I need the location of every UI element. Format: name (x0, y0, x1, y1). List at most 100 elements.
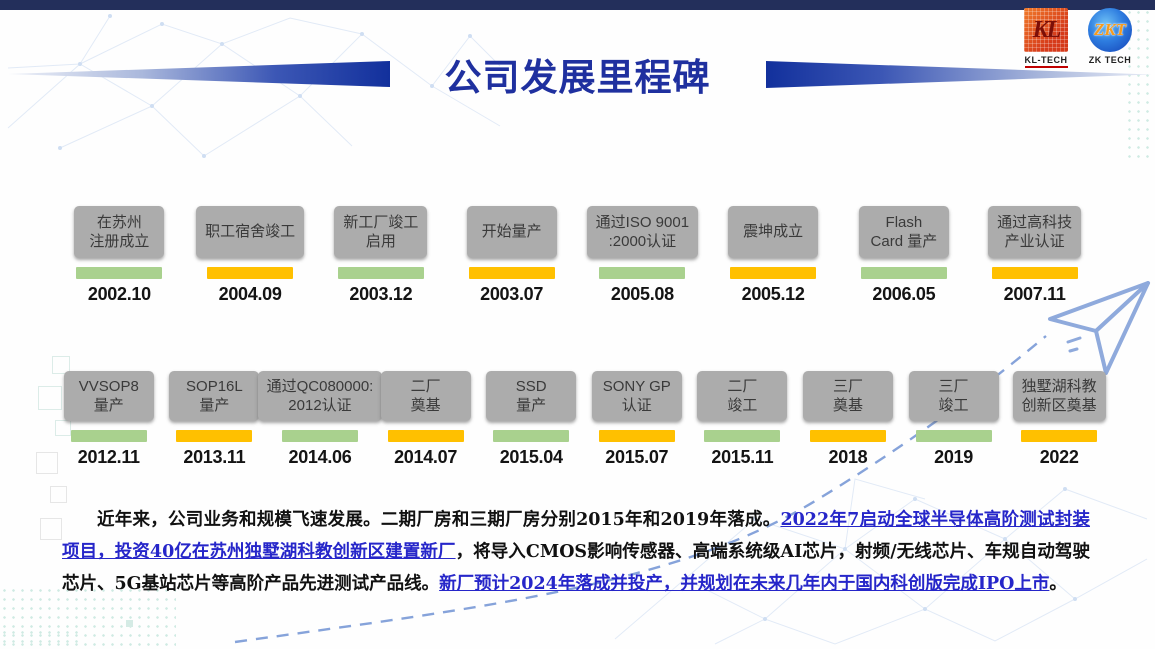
milestone-date: 2019 (934, 447, 973, 468)
milestone-item: VVSOP8 量产 2012.11 (56, 371, 162, 468)
milestone-color-bar (468, 267, 555, 279)
milestone-color-bar (207, 267, 294, 279)
milestone-color-bar (599, 267, 686, 279)
milestone-color-bar (337, 267, 424, 279)
deco-square (36, 452, 58, 474)
milestone-item: SSD 量产 2015.04 (478, 371, 584, 468)
milestone-item: SOP16L 量产 2013.11 (162, 371, 268, 468)
milestone-box: 通过ISO 9001 :2000认证 (586, 206, 699, 258)
milestone-label: 通过高科技 产业认证 (997, 213, 1073, 250)
milestone-color-bar (493, 430, 570, 443)
milestone-label: 通过QC080000: 2012认证 (266, 378, 374, 415)
milestone-date: 2004.09 (218, 284, 282, 304)
milestone-label: VVSOP8 量产 (78, 378, 139, 415)
kl-tech-logo: KL KL-TECH (1019, 8, 1073, 68)
milestone-color-bar (598, 430, 675, 443)
paragraph-text-segment: 近年来，公司业务和规模飞速发展。二期厂房和三期厂房分别2015年和2019年落成… (97, 509, 781, 530)
milestone-color-bar (281, 430, 358, 443)
deco-square (126, 620, 133, 627)
deco-square (50, 486, 67, 503)
milestone-box: 在苏州 注册成立 (74, 206, 165, 258)
milestone-box: 开始量产 (466, 206, 557, 258)
milestone-item: 独墅湖科教 创新区奠基 2022 (1006, 371, 1112, 468)
milestone-label: 通过ISO 9001 :2000认证 (595, 213, 690, 250)
milestone-item: 震坤成立 2005.12 (708, 206, 839, 305)
milestone-date: 2018 (828, 447, 868, 468)
milestone-label: SONY GP 认证 (602, 378, 671, 415)
milestone-label: 独墅湖科教 创新区奠基 (1021, 378, 1097, 415)
milestone-label: 震坤成立 (743, 223, 804, 241)
milestone-item: 新工厂竣工 启用 2003.12 (316, 206, 447, 305)
milestone-box: SSD 量产 (486, 371, 577, 422)
paragraph-link[interactable]: 新厂预计2024年落成并投产，并规划在未来几年内于国内科创版完成IPO上市 (439, 573, 1050, 594)
milestone-box: 二厂 奠基 (380, 371, 471, 422)
milestone-item: 通过ISO 9001 :2000认证 2005.08 (577, 206, 708, 305)
kl-tech-logo-label: KL-TECH (1024, 55, 1068, 68)
milestone-color-bar (76, 267, 163, 279)
timeline-row-1: 在苏州 注册成立 2002.10 职工宿舍竣工 2004.09 新工厂竣工 启用… (54, 206, 1100, 305)
milestone-date: 2007.11 (1003, 284, 1066, 304)
milestone-color-bar (1021, 430, 1098, 443)
milestone-date: 2003.07 (480, 284, 544, 304)
milestone-item: Flash Card 量产 2006.05 (839, 206, 970, 305)
milestone-box: 通过高科技 产业认证 (988, 206, 1082, 258)
milestone-box: 独墅湖科教 创新区奠基 (1012, 371, 1106, 422)
milestone-box: 新工厂竣工 启用 (334, 206, 428, 258)
milestone-item: 开始量产 2003.07 (446, 206, 577, 305)
summary-paragraph: 近年来，公司业务和规模飞速发展。二期厂房和三期厂房分别2015年和2019年落成… (62, 504, 1090, 600)
milestone-color-bar (915, 430, 992, 443)
milestone-date: 2022 (1039, 447, 1079, 468)
deco-square (40, 518, 62, 540)
zk-tech-logo-icon: ZKT (1088, 8, 1132, 52)
milestone-label: SOP16L 量产 (186, 378, 243, 415)
milestone-label: 职工宿舍竣工 (205, 223, 296, 241)
milestone-color-bar (70, 430, 147, 443)
milestone-item: 三厂 竣工 2019 (901, 371, 1007, 468)
milestone-date: 2015.04 (499, 447, 563, 468)
milestone-date: 2015.07 (605, 447, 669, 468)
milestone-date: 2005.08 (610, 284, 674, 304)
milestone-date: 2005.12 (741, 284, 805, 304)
zk-monogram: ZKT (1093, 20, 1127, 39)
milestone-box: Flash Card 量产 (858, 206, 949, 258)
milestone-date: 2015.11 (711, 447, 774, 468)
milestone-item: 二厂 奠基 2014.07 (373, 371, 479, 468)
top-accent-bar (0, 0, 1155, 10)
milestone-label: SSD 量产 (515, 378, 547, 415)
logo-group: KL KL-TECH ZKT ZK TECH (1019, 8, 1137, 68)
milestone-box: SOP16L 量产 (169, 371, 260, 422)
milestone-date: 2006.05 (872, 284, 936, 304)
milestone-box: 三厂 竣工 (908, 371, 999, 422)
milestone-box: 职工宿舍竣工 (196, 206, 305, 258)
timeline-row-2: VVSOP8 量产 2012.11 SOP16L 量产 2013.11 通过QC… (56, 371, 1112, 468)
milestone-item: 三厂 奠基 2018 (795, 371, 901, 468)
milestone-item: 职工宿舍竣工 2004.09 (185, 206, 316, 305)
kl-tech-logo-icon: KL (1024, 8, 1068, 52)
milestone-label: 三厂 竣工 (938, 378, 969, 415)
milestone-date: 2014.06 (288, 447, 352, 468)
page-title: 公司发展里程碑 (444, 58, 711, 99)
milestone-label: 二厂 竣工 (727, 378, 758, 415)
milestone-label: 新工厂竣工 启用 (343, 213, 419, 250)
milestone-color-bar (860, 267, 947, 279)
milestone-date: 2003.12 (349, 284, 413, 304)
milestone-date: 2002.10 (87, 284, 151, 304)
zk-tech-logo-label: ZK TECH (1088, 55, 1132, 65)
milestone-box: SONY GP 认证 (591, 371, 682, 422)
milestone-label: 三厂 奠基 (832, 378, 863, 415)
milestone-item: 通过高科技 产业认证 2007.11 (969, 206, 1100, 305)
milestone-box: VVSOP8 量产 (63, 371, 154, 422)
milestone-label: 在苏州 注册成立 (89, 213, 150, 250)
milestone-label: Flash Card 量产 (870, 213, 938, 250)
kl-monogram: KL (1032, 16, 1062, 43)
zk-tech-logo: ZKT ZK TECH (1083, 8, 1137, 68)
milestone-box: 震坤成立 (728, 206, 819, 258)
milestone-date: 2014.07 (394, 447, 458, 468)
milestone-box: 三厂 奠基 (802, 371, 893, 422)
milestone-date: 2013.11 (183, 447, 246, 468)
milestone-color-bar (704, 430, 781, 443)
milestone-date: 2012.11 (77, 447, 140, 468)
milestone-box: 二厂 竣工 (697, 371, 788, 422)
milestone-color-bar (387, 430, 464, 443)
